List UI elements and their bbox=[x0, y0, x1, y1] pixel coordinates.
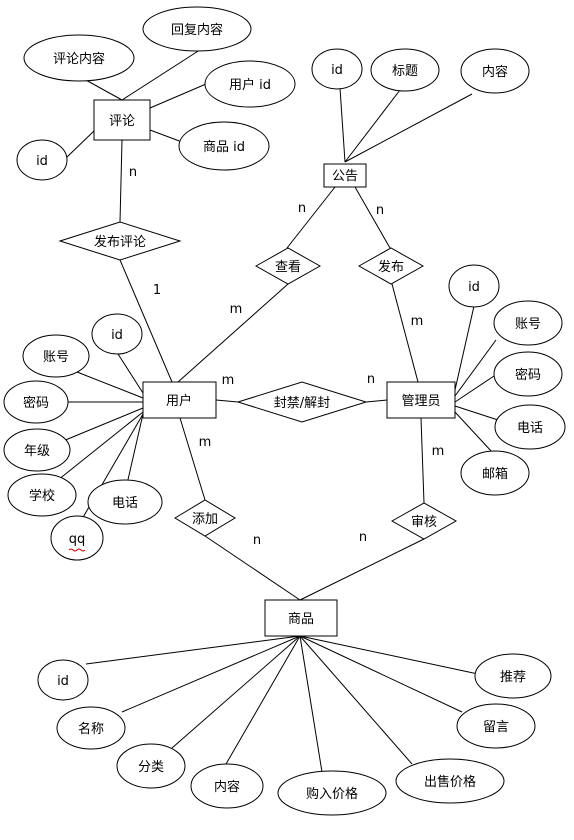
card-product-add: n bbox=[253, 533, 261, 548]
attr-comment-user-id: 用户 id bbox=[204, 60, 296, 108]
entity-notice: 公告 bbox=[323, 163, 367, 188]
relation-review-label: 审核 bbox=[411, 515, 437, 530]
entity-product-label: 商品 bbox=[288, 612, 314, 627]
attr-admin-account-label: 账号 bbox=[515, 317, 541, 332]
entity-admin: 管理员 bbox=[386, 381, 456, 419]
attr-admin-email: 邮箱 bbox=[460, 450, 530, 496]
attr-product-name-label: 名称 bbox=[78, 721, 104, 737]
attr-user-password-label: 密码 bbox=[23, 395, 49, 411]
attr-comment-id: id bbox=[16, 139, 68, 181]
attr-comment-content-label: 评论内容 bbox=[53, 51, 105, 67]
attr-notice-content: 内容 bbox=[460, 48, 530, 94]
relation-post-comment: 发布评论 bbox=[58, 221, 182, 261]
card-admin-review: m bbox=[432, 444, 445, 459]
attr-user-grade-label: 年级 bbox=[24, 444, 50, 459]
attr-comment-reply: 回复内容 bbox=[142, 6, 252, 52]
attr-product-category-label: 分类 bbox=[138, 760, 164, 775]
attr-admin-password-label: 密码 bbox=[515, 367, 541, 383]
attr-product-recommend-label: 推荐 bbox=[500, 670, 526, 685]
attr-product-content: 内容 bbox=[190, 763, 264, 809]
attr-user-phone: 电话 bbox=[87, 479, 163, 525]
attr-comment-content: 评论内容 bbox=[23, 34, 135, 82]
card-user-add: m bbox=[199, 435, 212, 450]
attr-comment-product-id-label: 商品 id bbox=[203, 140, 245, 155]
entity-user: 用户 bbox=[142, 381, 217, 419]
card-user-ban: m bbox=[222, 373, 235, 388]
relation-publish: 发布 bbox=[357, 247, 425, 285]
attr-comment-product-id: 商品 id bbox=[178, 121, 270, 171]
attr-comment-user-id-label: 用户 id bbox=[229, 77, 271, 93]
attr-user-school-label: 学校 bbox=[29, 488, 55, 504]
attr-product-sell-price: 出售价格 bbox=[395, 758, 505, 804]
edges bbox=[45, 45, 499, 773]
attr-product-recommend: 推荐 bbox=[474, 653, 552, 699]
attr-notice-id-label: id bbox=[331, 63, 343, 78]
attr-user-password: 密码 bbox=[3, 380, 69, 424]
relation-post-comment-label: 发布评论 bbox=[94, 234, 146, 250]
card-admin-ban: n bbox=[367, 372, 375, 387]
spellcheck-underline bbox=[68, 548, 86, 552]
attr-user-phone-label: 电话 bbox=[112, 496, 138, 511]
attr-product-message-label: 留言 bbox=[483, 720, 509, 735]
attr-admin-phone-label: 电话 bbox=[517, 421, 543, 436]
entity-comment-label: 评论 bbox=[109, 114, 135, 129]
entity-notice-label: 公告 bbox=[332, 169, 358, 184]
relation-view: 查看 bbox=[254, 247, 322, 285]
attr-user-account-label: 账号 bbox=[43, 350, 69, 365]
relation-publish-label: 发布 bbox=[378, 259, 404, 275]
attr-comment-id-label: id bbox=[36, 154, 48, 169]
attr-product-message: 留言 bbox=[456, 703, 536, 749]
relation-add: 添加 bbox=[174, 499, 236, 537]
attr-product-id: id bbox=[37, 659, 89, 701]
attr-user-account: 账号 bbox=[22, 334, 90, 378]
attr-admin-account: 账号 bbox=[493, 300, 563, 346]
relation-ban-label: 封禁/解封 bbox=[274, 396, 330, 411]
card-user-view: m bbox=[230, 302, 243, 317]
cardinalities: n 1 n m n m m n m n m n bbox=[129, 165, 444, 548]
card-comment-post: n bbox=[129, 165, 137, 180]
card-admin-publish: m bbox=[411, 314, 424, 329]
attr-user-qq: qq bbox=[50, 515, 104, 561]
attr-product-name: 名称 bbox=[56, 706, 126, 750]
attr-admin-id-label: id bbox=[468, 280, 480, 295]
attr-product-sell-price-label: 出售价格 bbox=[424, 774, 476, 790]
attr-user-school: 学校 bbox=[7, 473, 77, 517]
card-notice-view: n bbox=[298, 201, 306, 216]
entity-product: 商品 bbox=[264, 599, 338, 637]
relation-review: 审核 bbox=[390, 502, 458, 540]
attr-user-qq-label: qq bbox=[69, 532, 86, 547]
card-user-post: 1 bbox=[153, 283, 161, 298]
attr-product-content-label: 内容 bbox=[214, 779, 240, 795]
attr-notice-title: 标题 bbox=[370, 48, 440, 92]
attr-notice-title-label: 标题 bbox=[392, 64, 418, 79]
entity-comment: 评论 bbox=[93, 99, 151, 141]
card-notice-publish: n bbox=[376, 203, 384, 218]
attr-user-id-label: id bbox=[111, 328, 123, 343]
relation-add-label: 添加 bbox=[192, 512, 218, 527]
card-product-review: n bbox=[359, 530, 367, 545]
attr-admin-email-label: 邮箱 bbox=[482, 466, 508, 482]
relation-view-label: 查看 bbox=[275, 259, 301, 275]
attr-notice-content-label: 内容 bbox=[482, 64, 508, 80]
attr-product-id-label: id bbox=[57, 674, 69, 689]
attr-admin-phone: 电话 bbox=[494, 404, 566, 450]
attr-comment-reply-label: 回复内容 bbox=[171, 22, 223, 38]
relation-ban: 封禁/解封 bbox=[236, 381, 368, 423]
entity-user-label: 用户 bbox=[166, 393, 192, 409]
attr-product-buy-price: 购入价格 bbox=[277, 770, 387, 816]
attr-user-id: id bbox=[91, 313, 143, 355]
attr-product-buy-price-label: 购入价格 bbox=[306, 786, 358, 802]
attr-admin-password: 密码 bbox=[493, 351, 563, 397]
entity-admin-label: 管理员 bbox=[401, 394, 440, 409]
attr-notice-id: id bbox=[311, 48, 363, 90]
attr-product-category: 分类 bbox=[116, 743, 186, 789]
attr-admin-id: id bbox=[448, 264, 500, 308]
attr-user-grade: 年级 bbox=[3, 428, 71, 472]
